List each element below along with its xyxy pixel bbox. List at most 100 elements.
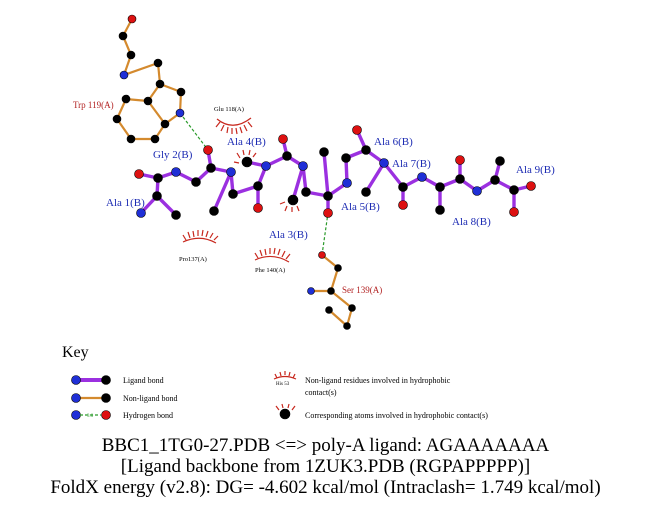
caption-line-3: FoldX energy (v2.8): DG= -4.602 kcal/mol… (50, 477, 601, 498)
key-atom-spikes (275, 403, 296, 411)
key-title: Key (62, 344, 89, 361)
ala9-atom-n (472, 186, 482, 196)
ala6-atom-n (342, 178, 352, 188)
phe140-arc (254, 247, 291, 263)
pro137-arc (182, 229, 219, 244)
key-hydrophobic-label-line2: contact(s) (305, 388, 337, 397)
gly2-atom-n (171, 167, 181, 177)
trp-atom (160, 119, 170, 129)
hbond-trp-gly (179, 112, 209, 151)
residue-labels: Trp 119(A) Glu 118(A) Gly 2(B) Ala 4(B) … (73, 100, 555, 295)
ala5-atom-n (298, 161, 308, 171)
key-hbond-atom-o (101, 410, 111, 420)
trp-ring (146, 82, 183, 126)
ala5-atom (319, 147, 329, 157)
key-ligand-bond-label: Ligand bond (123, 376, 164, 385)
label-gly2: Gly 2(B) (153, 149, 193, 161)
label-ala4: Ala 4(B) (227, 136, 266, 148)
hbond-ser-ala5 (321, 212, 329, 256)
ser-atom (327, 287, 335, 295)
ser-atom (334, 264, 342, 272)
ala2-side-c (212, 170, 233, 213)
ala5-atom-contact (287, 194, 299, 206)
ala3-atom (209, 206, 219, 216)
ser-atom-n (307, 287, 315, 295)
atoms (71, 14, 536, 420)
key-contact-atom (279, 408, 291, 420)
ala3-atom-spikes (233, 149, 257, 164)
trp-atom (176, 87, 186, 97)
label-trp119: Trp 119(A) (73, 100, 114, 110)
label-ala6: Ala 6(B) (374, 136, 413, 148)
trp-atom-o (127, 14, 137, 24)
key-hbond-atom-n (71, 410, 81, 420)
ser-atom-o (318, 251, 326, 259)
hydrophobic-arcs (182, 117, 300, 411)
label-ala8: Ala 8(B) (452, 216, 491, 228)
ala8-atom (455, 174, 465, 184)
gly2-atom (206, 163, 216, 173)
label-ala1: Ala 1(B) (106, 197, 145, 209)
ala7-atom (361, 187, 371, 197)
key-non-ligand-bond-label: Non-ligand bond (123, 394, 177, 403)
key-his53-label: His 53 (276, 382, 290, 387)
key-legend: Key Ligand bond Non-ligand bond 3.0 Hydr… (62, 344, 488, 420)
ala9-atom (495, 156, 505, 166)
key-nonligand-atom-c (101, 393, 111, 403)
ala9-atom (509, 185, 519, 195)
label-ala5: Ala 5(B) (341, 201, 380, 213)
ala4-atom-n (261, 161, 271, 171)
trp-atom (118, 31, 128, 41)
caption-line-1: BBC1_1TG0-27.PDB <=> poly-A ligand: AGAA… (101, 435, 550, 456)
ala1-atom (153, 173, 163, 183)
ala4-atom-spikes (279, 201, 300, 212)
gly2-atom-o (203, 145, 213, 155)
trp-atom (153, 58, 163, 68)
key-corresponding-atoms-label: Corresponding atoms involved in hydropho… (305, 411, 488, 420)
gly2-atom (191, 177, 201, 187)
ala4-atom-o (278, 134, 288, 144)
trp-atom (150, 134, 160, 144)
ala5-side-c (322, 150, 330, 198)
ala8-atom (435, 205, 445, 215)
ala7-atom (398, 182, 408, 192)
label-ser139: Ser 139(A) (342, 285, 382, 295)
key-hydrophobic-arc (273, 371, 297, 380)
key-hbond-distance: 3.0 (87, 414, 94, 419)
ala6-atom (341, 153, 351, 163)
key-ligand-atom-n (71, 375, 81, 385)
ala6-atom-o (352, 125, 362, 135)
label-glu118: Glu 118(A) (214, 106, 244, 113)
caption-line-2: [Ligand backbone from 1ZUK3.PDB (RGPAPPP… (120, 456, 531, 477)
ser-atom (348, 304, 356, 312)
ala9-atom-o (526, 181, 536, 191)
ala7-atom-n (379, 158, 389, 168)
ala6-atom (361, 145, 371, 155)
ala3-atom-o (253, 203, 263, 213)
ala5-atom (323, 191, 333, 201)
ala1-atom (152, 191, 162, 201)
trp-atom-n (119, 70, 129, 80)
ala8-atom (435, 182, 445, 192)
ala9-atom-o (509, 207, 519, 217)
trp-atom (143, 96, 153, 106)
ala8-atom-n (417, 172, 427, 182)
ala3-atom (253, 181, 263, 191)
key-ligand-atom-c (101, 375, 111, 385)
ala9-atom (490, 175, 500, 185)
ala3-atom (228, 189, 238, 199)
ala4-atom (282, 151, 292, 161)
label-ala3: Ala 3(B) (269, 229, 308, 241)
ala1-atom-n (136, 208, 146, 218)
ser-atom (325, 306, 333, 314)
hydrogen-bonds (179, 112, 329, 256)
ser-atom (343, 322, 351, 330)
key-hydrogen-bond-label: Hydrogen bond (123, 411, 173, 420)
key-hydrophobic-label-line1: Non-ligand residues involved in hydropho… (305, 376, 451, 385)
glu118-arc (215, 117, 253, 135)
trp-atom (121, 94, 131, 104)
trp-atom (155, 79, 165, 89)
trp-atom (126, 50, 136, 60)
ala4-side-c (291, 164, 305, 202)
